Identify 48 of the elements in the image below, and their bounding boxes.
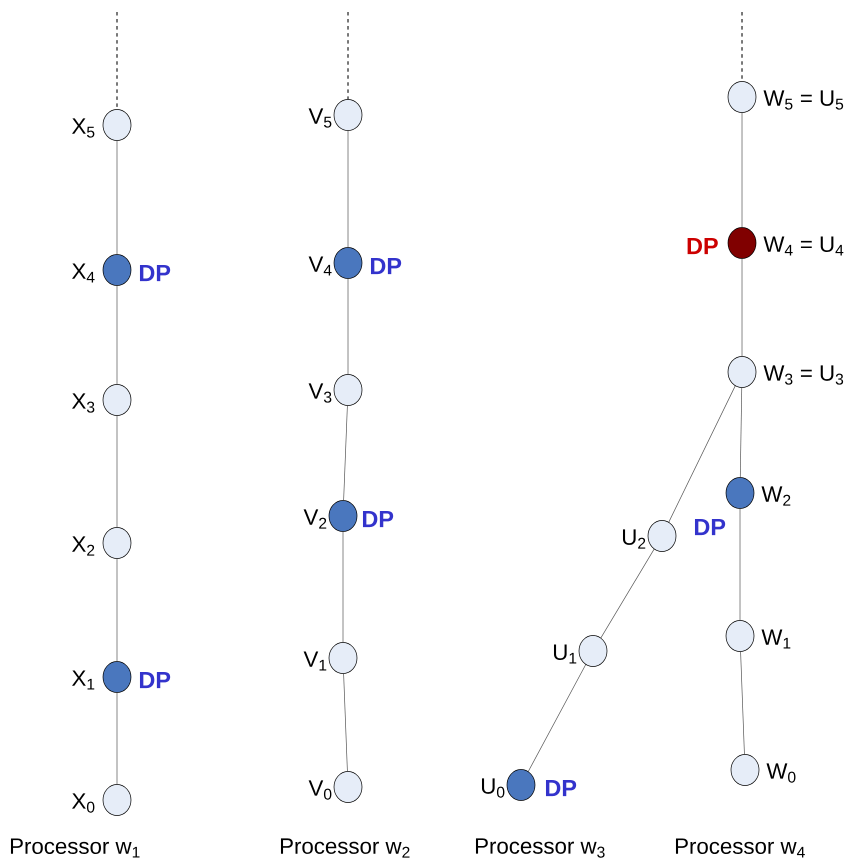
node-label: W$_{4}$ = U$_{4}$ — [764, 236, 844, 256]
connector-line — [116, 416, 118, 528]
processor-label: Processor w$_{2}$ — [280, 838, 410, 858]
connector-line — [668, 386, 736, 522]
dashed-line — [116, 12, 118, 110]
connector-line — [116, 558, 118, 662]
connector-line — [116, 286, 118, 384]
connector-line — [600, 548, 654, 638]
processor-label: Processor w$_{4}$ — [676, 838, 805, 858]
connector-line — [740, 652, 745, 755]
node-label: V$_{4}$ — [308, 256, 332, 276]
dp-label: DP — [694, 518, 726, 536]
connector-line — [740, 388, 742, 478]
node-label: W$_{0}$ — [766, 763, 796, 783]
dashed-line — [347, 12, 349, 100]
node-label: X$_{4}$ — [72, 263, 95, 283]
connector-line — [343, 405, 348, 501]
dp-label: DP — [362, 510, 394, 528]
node-label: X$_{2}$ — [72, 536, 94, 556]
dp-label: DP — [140, 672, 170, 688]
node-label: X$_{1}$ — [72, 670, 94, 690]
dp-label: DP — [546, 780, 576, 796]
connector-line — [116, 140, 118, 254]
dashed-line — [741, 12, 743, 82]
node-label: U$_{2}$ — [622, 529, 646, 549]
connector-line — [116, 692, 118, 785]
node-label: V$_{1}$ — [304, 652, 326, 671]
node-label: U$_{1}$ — [554, 644, 576, 664]
node-label: X$_{5}$ — [72, 118, 94, 138]
dp-label: DP — [370, 258, 402, 274]
connector-line — [343, 674, 348, 772]
node-label: V$_{3}$ — [308, 383, 332, 403]
connector-line — [342, 532, 344, 642]
processor-label: Processor w$_{1}$ — [10, 838, 140, 858]
node-label: W$_{5}$ = U$_{5}$ — [764, 90, 844, 110]
node-label: W$_{3}$ = U$_{3}$ — [764, 365, 844, 385]
node-label: X$_{3}$ — [72, 393, 94, 413]
node-label: W$_{2}$ — [762, 486, 790, 506]
node-label: X$_{0}$ — [72, 793, 94, 813]
dp-label: DP — [688, 238, 718, 254]
dp-label: DP — [140, 264, 170, 282]
node-label: V$_{5}$ — [308, 108, 332, 128]
node-label: W$_{1}$ — [762, 629, 790, 649]
node-label: V$_{0}$ — [308, 780, 332, 800]
node-label: V$_{2}$ — [304, 509, 326, 529]
processor-label: Processor w$_{3}$ — [476, 838, 605, 858]
connector-line — [528, 664, 586, 772]
node-label: U$_{0}$ — [482, 778, 504, 798]
